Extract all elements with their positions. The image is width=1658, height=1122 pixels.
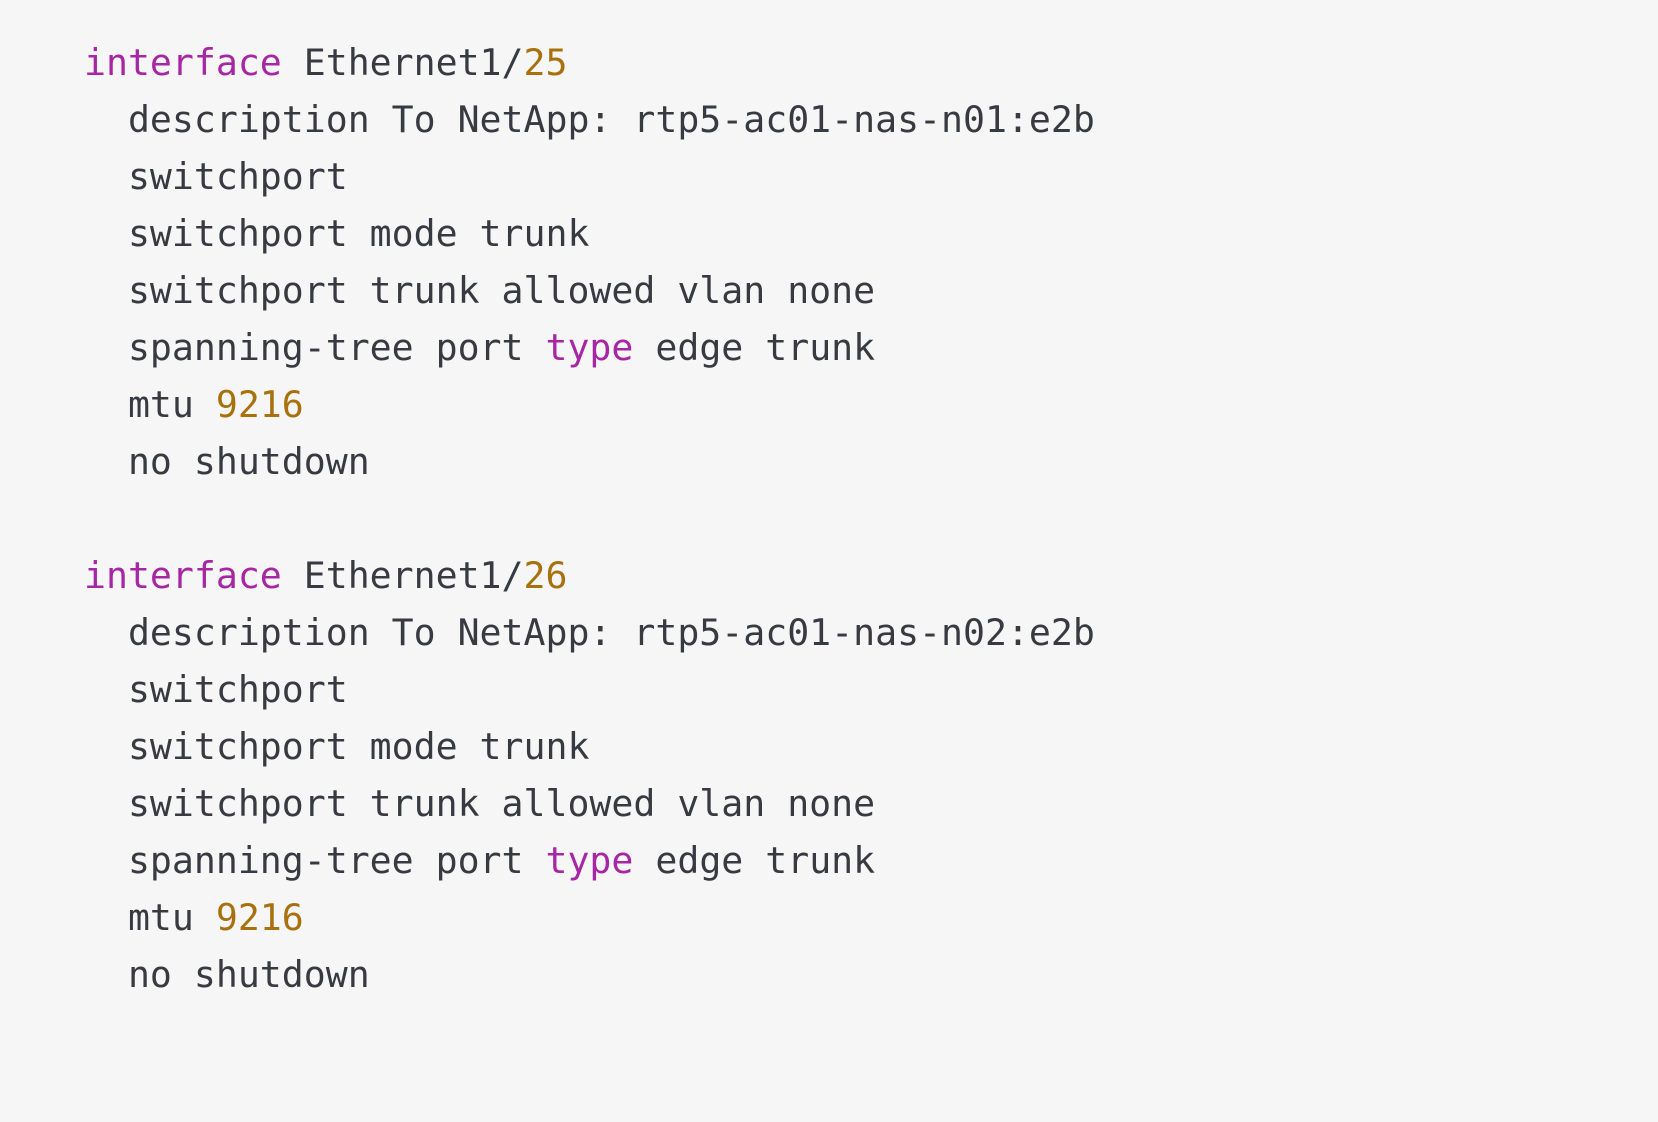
code-token-keyword: interface [84,554,282,597]
code-token-plain: spanning-tree port [84,839,546,882]
code-token-plain: description To NetApp: rtp5-ac01-nas-n01… [84,98,1095,141]
code-token-plain: Ethernet1/ [281,554,524,597]
code-line: spanning-tree port type edge trunk [84,832,1618,889]
code-line: no shutdown [84,946,1618,1003]
code-line: spanning-tree port type edge trunk [84,319,1618,376]
code-token-keyword: type [545,326,634,369]
code-token-plain: switchport [84,155,348,198]
code-token-plain: no shutdown [84,953,370,996]
code-token-plain: switchport trunk allowed vlan none [84,269,876,312]
code-token-plain: mtu [84,383,216,426]
code-token-plain: Ethernet1/ [281,41,524,84]
code-token-plain: switchport [84,668,348,711]
code-token-number: 25 [523,41,568,84]
code-token-plain: description To NetApp: rtp5-ac01-nas-n02… [84,611,1095,654]
code-token-plain: switchport trunk allowed vlan none [84,782,876,825]
code-token-plain: spanning-tree port [84,326,546,369]
code-token-plain: edge trunk [633,839,876,882]
code-line: mtu 9216 [84,889,1618,946]
code-line: switchport trunk allowed vlan none [84,262,1618,319]
code-token-plain: no shutdown [84,440,370,483]
code-line: switchport mode trunk [84,205,1618,262]
code-token-number: 26 [523,554,568,597]
code-token-number: 9216 [215,896,304,939]
code-token-plain: switchport mode trunk [84,212,590,255]
code-line: switchport [84,661,1618,718]
code-line: switchport mode trunk [84,718,1618,775]
code-token-keyword: type [545,839,634,882]
code-token-plain: switchport mode trunk [84,725,590,768]
config-code-block: interface Ethernet1/25 description To Ne… [84,34,1618,1003]
code-line: interface Ethernet1/26 [84,547,1618,604]
code-line: interface Ethernet1/25 [84,34,1618,91]
code-token-number: 9216 [215,383,304,426]
code-line: description To NetApp: rtp5-ac01-nas-n01… [84,91,1618,148]
code-token-plain: edge trunk [633,326,876,369]
code-token-plain: mtu [84,896,216,939]
code-line: description To NetApp: rtp5-ac01-nas-n02… [84,604,1618,661]
code-token-keyword: interface [84,41,282,84]
code-line: switchport trunk allowed vlan none [84,775,1618,832]
code-line: mtu 9216 [84,376,1618,433]
code-line [84,490,1618,547]
code-line: no shutdown [84,433,1618,490]
code-line: switchport [84,148,1618,205]
